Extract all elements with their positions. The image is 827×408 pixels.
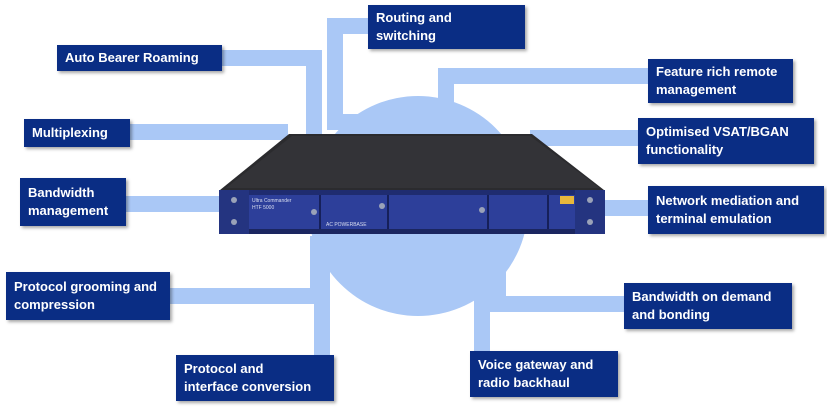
- connector-protocol-grooming: [166, 288, 326, 304]
- label-protocol-grooming: Protocol grooming and compression: [6, 272, 170, 320]
- label-remote-management: Feature rich remote management: [648, 59, 793, 103]
- label-protocol-conversion: Protocol and interface conversion: [176, 355, 334, 401]
- label-bandwidth-management: Bandwidth management: [20, 178, 126, 226]
- device-badge: Ultra Commander: [252, 198, 292, 204]
- device-slot-label: AC POWERBASE: [326, 222, 367, 228]
- label-vsat-bgan: Optimised VSAT/BGAN functionality: [638, 118, 814, 164]
- label-voice-gateway: Voice gateway and radio backhaul: [470, 351, 618, 397]
- connector-bandwidth-demand: [490, 296, 626, 312]
- connector-multiplexing: [128, 124, 288, 140]
- label-network-mediation: Network mediation and terminal emulation: [648, 186, 824, 234]
- label-multiplexing: Multiplexing: [24, 119, 130, 147]
- connector-network-mediation: [598, 200, 650, 216]
- connector-auto-bearer-roaming: [222, 50, 322, 66]
- connector-vsat-bgan: [530, 130, 642, 146]
- connector-voice-gateway: [474, 236, 490, 354]
- label-routing-switching: Routing and switching: [368, 5, 525, 49]
- label-bandwidth-on-demand: Bandwidth on demand and bonding: [624, 283, 792, 329]
- device-front: [219, 190, 605, 234]
- label-auto-bearer-roaming: Auto Bearer Roaming: [57, 45, 222, 71]
- device-model: HTF 5000: [252, 205, 274, 211]
- connector-remote-mgmt: [438, 68, 650, 84]
- connector-bandwidth-mgmt: [124, 196, 228, 212]
- device-illustration: Ultra Commander HTF 5000 AC POWERBASE: [219, 134, 605, 234]
- connector-protocol-conversion: [314, 236, 330, 358]
